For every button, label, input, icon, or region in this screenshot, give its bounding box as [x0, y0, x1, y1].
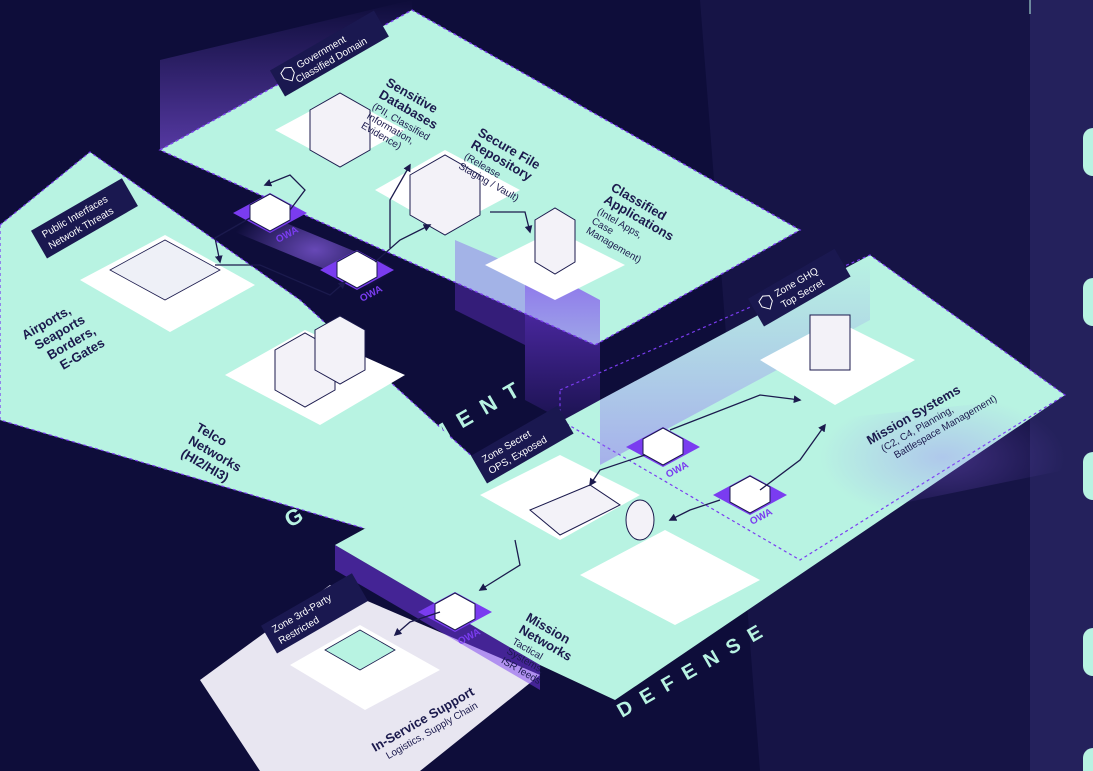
arrow-owa-to-ops: [589, 454, 646, 487]
panel-tab-1[interactable]: [1083, 128, 1093, 176]
shield-icon: [758, 295, 773, 310]
tile-mission-networks: [580, 499, 760, 625]
gov-public-border: [0, 151, 522, 546]
arrow-owa-to-db: [263, 174, 306, 211]
label-airports: Airports, Seaports Borders, E-Gates: [19, 303, 107, 373]
arrow-owa-to-airports: [214, 217, 251, 264]
connection-arrows: [214, 163, 826, 637]
owa-node-gov-left[interactable]: [233, 193, 307, 233]
beam-gov-vertical: [525, 260, 600, 440]
shield-icon: [280, 66, 295, 82]
arrow-owa-to-file: [374, 224, 432, 263]
arrow-owa-to-vault: [389, 163, 411, 248]
arrow-file-to-apps: [490, 211, 533, 234]
tile-sensitive-db: [275, 92, 405, 168]
arrow-airports-to-owa: [215, 264, 347, 296]
panel-tab-4[interactable]: [1083, 628, 1093, 676]
arrow-ops-to-owa: [478, 539, 521, 591]
gov-public-platform: [0, 152, 520, 545]
panel-tab-2[interactable]: [1083, 278, 1093, 326]
owa-node-def-mid[interactable]: [626, 427, 700, 467]
tile-telco: [225, 315, 405, 425]
owa-node-thirdparty[interactable]: [418, 592, 492, 632]
arrow-networks-to-owa: [668, 499, 721, 521]
panel-tab-5[interactable]: [1083, 748, 1093, 771]
owa-node-def-right[interactable]: [713, 475, 787, 515]
arrow-owa-to-systems: [759, 423, 826, 491]
beam-defense-top: [600, 255, 870, 465]
owa-node-gov-mid[interactable]: [320, 250, 394, 290]
arrow-owa-to-support: [393, 611, 441, 637]
right-panel-tabs: [1083, 128, 1093, 771]
tile-secret-ops: [480, 455, 640, 540]
tile-in-service: [290, 625, 440, 710]
panel-tab-3[interactable]: [1083, 452, 1093, 500]
glow-defense: [820, 395, 1065, 520]
tile-secure-file: [375, 150, 520, 236]
tile-classified-apps: [485, 207, 625, 300]
arrow-owa-to-mission: [669, 394, 802, 431]
tile-mission-systems: [760, 314, 915, 405]
tile-airports: [80, 235, 255, 332]
